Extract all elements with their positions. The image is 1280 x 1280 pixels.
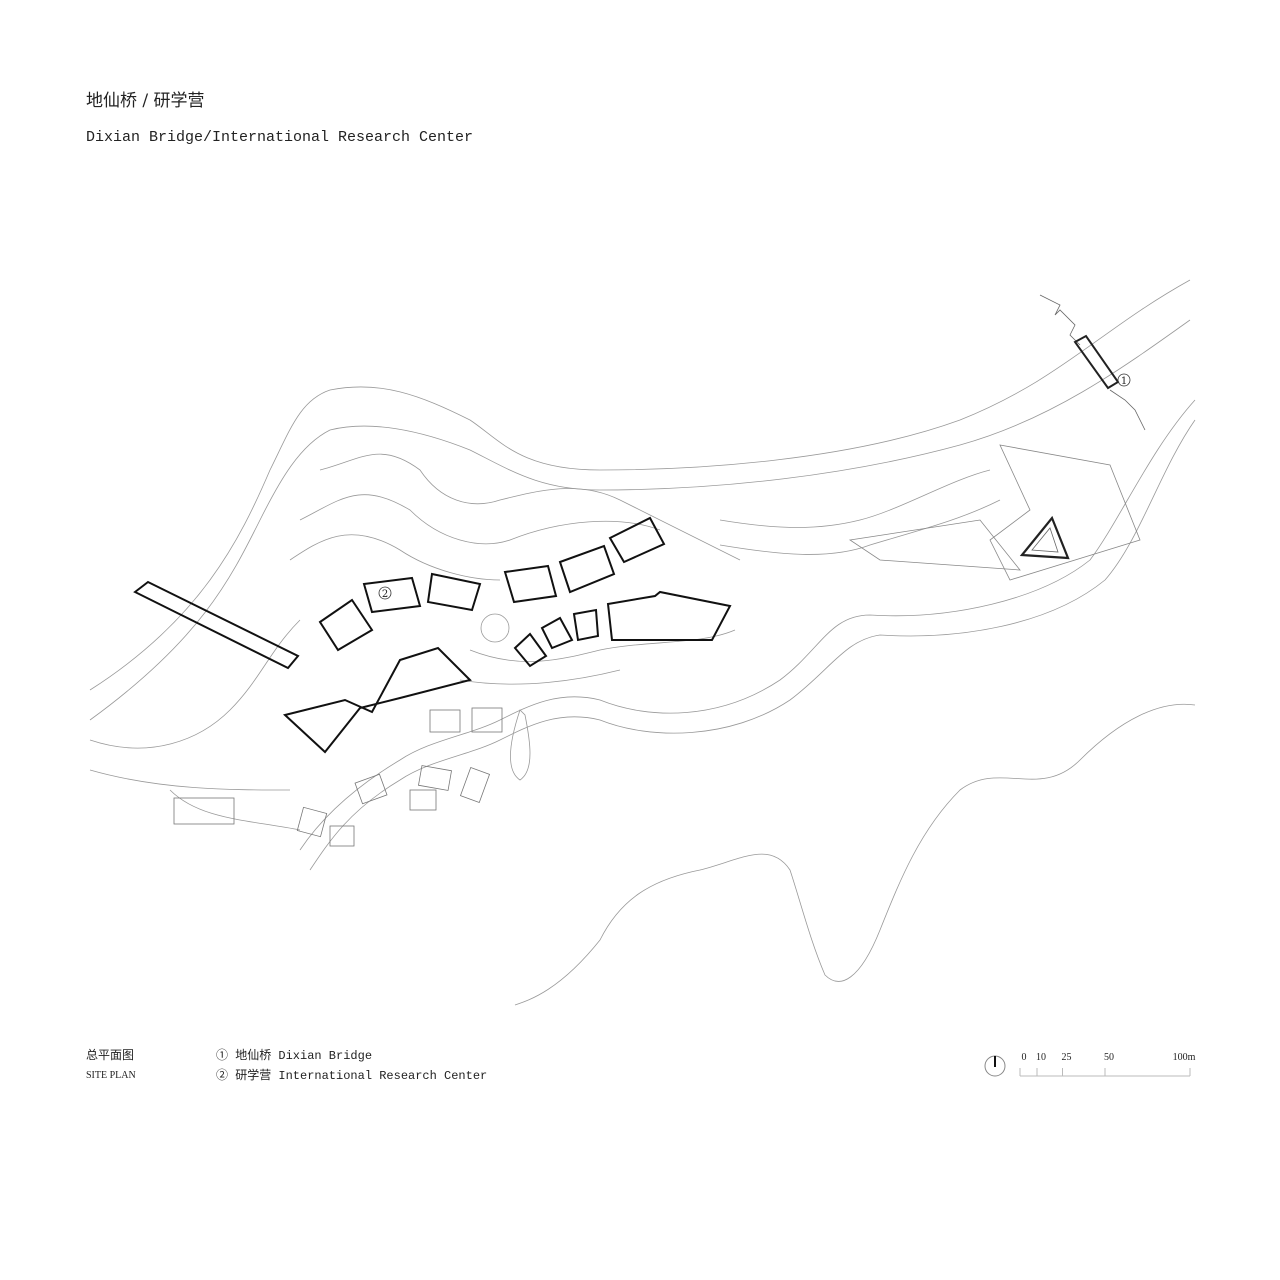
title-english: Dixian Bridge/International Research Cen…	[86, 129, 474, 146]
terrain-contour-west	[89, 619, 301, 749]
building-1	[318, 598, 374, 652]
title-chinese: 地仙桥 / 研学营	[86, 91, 205, 111]
research-center-buildings	[133, 516, 732, 754]
building-3	[426, 572, 482, 612]
legend-item-research-center: ② 研学营 International Research Center	[216, 1069, 488, 1083]
terrain-contour-2	[299, 494, 661, 545]
scale-bar: 0 10 25 50 100m	[980, 1048, 1200, 1084]
building-5	[558, 544, 616, 594]
road	[299, 399, 1196, 851]
terrain-contour-3	[289, 534, 501, 581]
legend-title-chinese: 总平面图	[86, 1048, 135, 1062]
terrain-contour-1	[319, 453, 741, 561]
legend-item-bridge: ① 地仙桥 Dixian Bridge	[216, 1049, 373, 1063]
central-plaza	[480, 613, 510, 643]
legend-title-english: SITE PLAN	[86, 1070, 136, 1081]
marker-2: 2	[382, 589, 388, 600]
terrain-contour-southwest	[89, 769, 301, 831]
building-7	[513, 632, 548, 668]
river-bank-north	[89, 279, 1191, 691]
river-bank-north-inner	[89, 319, 1191, 721]
terrain-path-1	[719, 469, 991, 528]
pond	[510, 709, 531, 781]
scale-tick-label: 25	[1061, 1052, 1072, 1063]
marker-1: 1	[1121, 376, 1127, 387]
river-bank-south	[514, 703, 1196, 1006]
building-south-long	[282, 646, 472, 754]
retaining-wall	[459, 629, 736, 685]
scale-tick-label: 50	[1104, 1052, 1114, 1063]
building-6	[608, 516, 666, 564]
scale-tick-label: 100m	[1172, 1052, 1196, 1063]
terrain-path-2	[719, 499, 1001, 555]
building-9	[572, 608, 600, 642]
building-west-long	[133, 580, 300, 670]
building-10	[606, 590, 732, 641]
road-edge	[309, 419, 1196, 871]
north-arrow-icon	[984, 1055, 1006, 1077]
scale-tick-label: 10	[1036, 1052, 1046, 1063]
bridge-deck	[1073, 334, 1120, 390]
building-2	[362, 576, 422, 614]
building-8	[540, 616, 574, 650]
building-4	[503, 564, 558, 604]
scale-bar-lines	[1019, 1068, 1191, 1077]
pavilions	[173, 707, 503, 847]
bridge-landing-triangle	[1019, 515, 1070, 560]
scale-tick-label: 0	[1021, 1052, 1027, 1063]
